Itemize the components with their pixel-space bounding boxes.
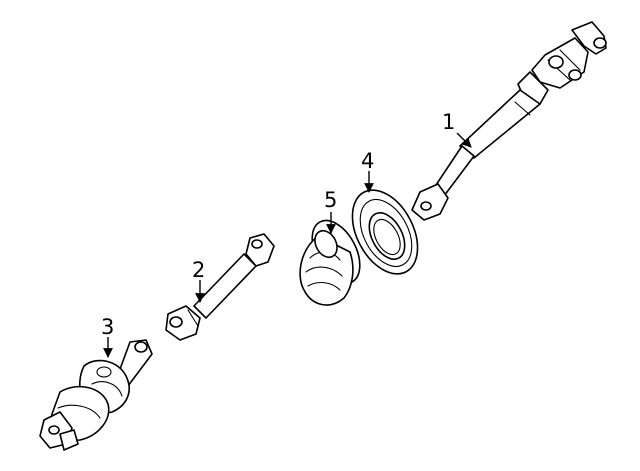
leader-1 [456,132,472,148]
part-2-lower-shaft [165,233,275,341]
part-4-seal-ring [351,189,419,275]
callout-2: 2 [192,258,205,282]
callout-3: 3 [101,315,114,339]
callout-5: 5 [324,188,337,212]
part-1-upper-intermediate-shaft [411,21,607,221]
part-3-lower-coupling [39,339,153,451]
part-5-boot [299,219,361,306]
callout-1: 1 [442,110,455,134]
callout-4: 4 [361,149,374,173]
